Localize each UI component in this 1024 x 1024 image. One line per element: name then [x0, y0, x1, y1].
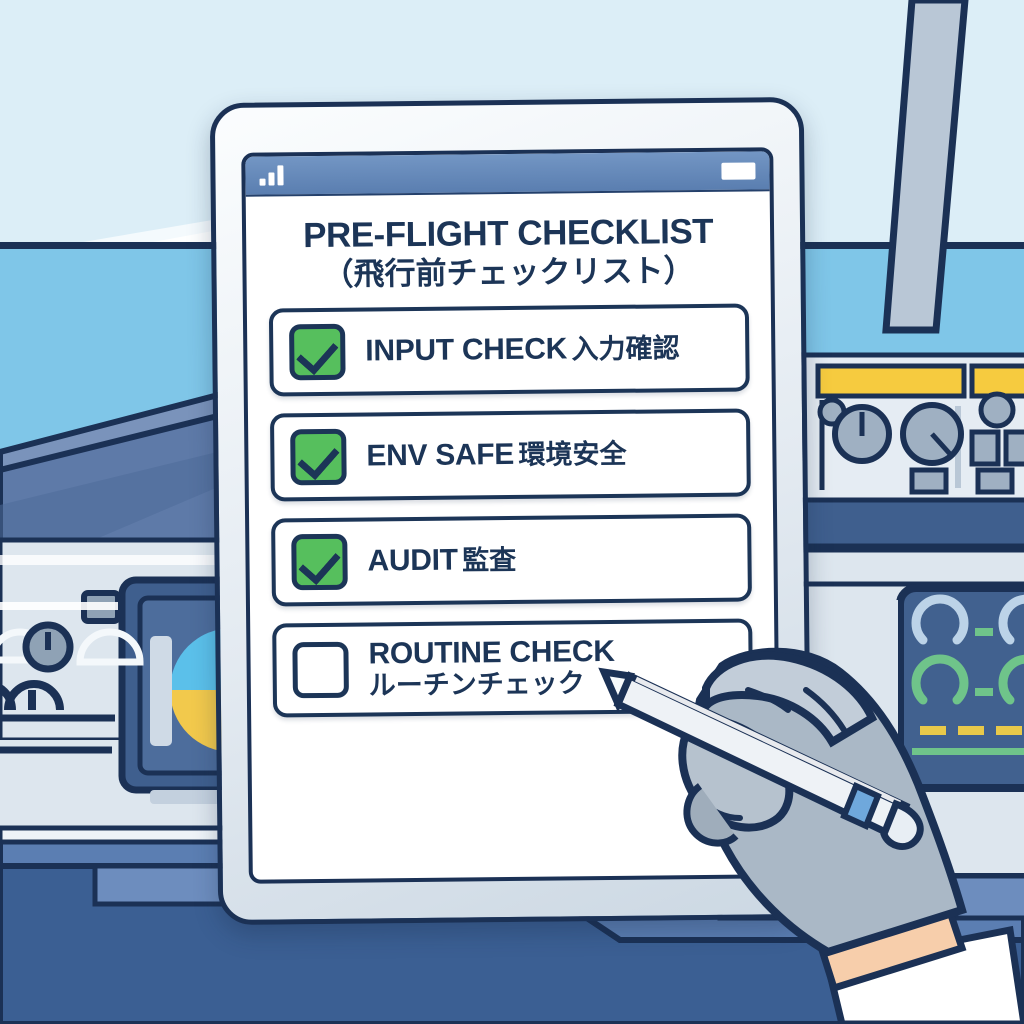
- stylus-pen[interactable]: [598, 667, 924, 851]
- glove-index-finger: [702, 651, 878, 748]
- glove-little-finger: [683, 783, 739, 847]
- stylus-band: [840, 781, 882, 831]
- stylus-tip: [598, 667, 635, 713]
- stylus-end-cap: [880, 799, 924, 851]
